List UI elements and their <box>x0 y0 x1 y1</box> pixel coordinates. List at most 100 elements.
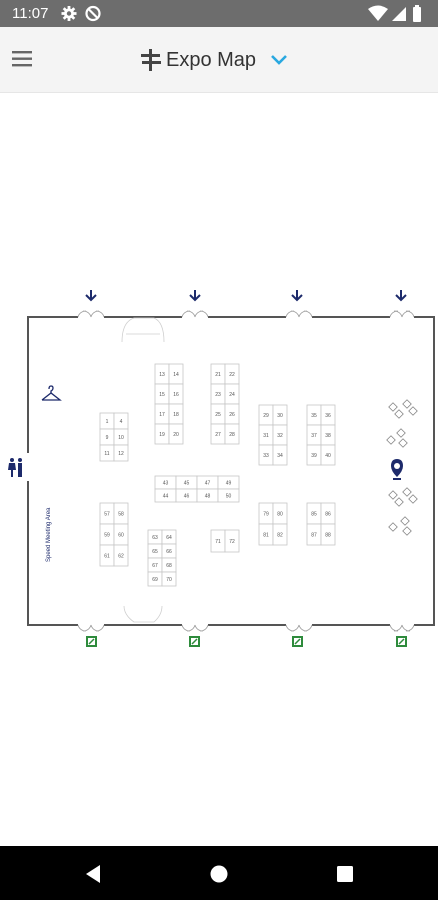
booth-number: 34 <box>277 453 283 459</box>
booth-number: 65 <box>152 549 158 555</box>
info-location-pin-icon <box>391 459 403 480</box>
booth-number: 11 <box>104 451 109 457</box>
booth-number: 58 <box>118 512 124 518</box>
booth-number: 1 <box>106 419 109 425</box>
booth-number: 13 <box>159 372 165 378</box>
booth-number: 43 <box>163 481 169 487</box>
booth-number: 59 <box>104 533 110 539</box>
booth-number: 72 <box>229 539 235 545</box>
booth-number: 62 <box>118 554 124 560</box>
booth-number: 10 <box>118 435 124 441</box>
chevron-down-icon[interactable] <box>270 54 288 66</box>
back-icon[interactable] <box>80 860 108 888</box>
arrow-down-icon <box>291 290 303 302</box>
booth[interactable] <box>272 523 288 546</box>
booth-number: 20 <box>173 432 179 438</box>
booth-block: 1 4 9 10 11 12 <box>99 412 129 462</box>
booth-number: 39 <box>311 453 317 459</box>
emergency-exit-icon <box>292 636 303 647</box>
recents-icon[interactable] <box>331 860 359 888</box>
home-icon[interactable] <box>205 860 233 888</box>
booth-number: 19 <box>159 432 165 438</box>
booth-number: 26 <box>229 412 235 418</box>
booth[interactable] <box>113 444 129 462</box>
booth-number: 33 <box>263 453 269 459</box>
booth-number: 71 <box>215 539 221 545</box>
booth-number: 35 <box>311 413 317 419</box>
booth-number: 85 <box>311 512 317 518</box>
booth-number: 45 <box>184 481 190 487</box>
booth-number: 49 <box>226 481 232 487</box>
booth[interactable] <box>224 529 240 553</box>
booth-number: 16 <box>173 392 179 398</box>
arrow-down-icon <box>395 290 407 302</box>
status-right-icons <box>368 5 421 22</box>
system-nav-bar <box>0 846 438 900</box>
status-time: 11:07 <box>12 5 49 22</box>
booth-number: 66 <box>166 549 172 555</box>
booth-number: 69 <box>152 577 158 583</box>
booth[interactable] <box>224 423 240 445</box>
status-left-icons <box>61 5 101 22</box>
booth-number: 25 <box>215 412 221 418</box>
booth-number: 68 <box>166 563 172 569</box>
booth-number: 9 <box>106 435 109 441</box>
arrow-down-icon <box>189 290 201 302</box>
booth-number: 14 <box>173 372 179 378</box>
booth-number: 79 <box>263 512 269 518</box>
emergency-exit-icon <box>189 636 200 647</box>
booth-number: 63 <box>152 535 158 541</box>
arrow-down-icon <box>85 290 97 302</box>
booth[interactable] <box>168 423 184 445</box>
booth-number: 46 <box>184 494 190 500</box>
booth-number: 70 <box>166 577 172 583</box>
booth-number: 47 <box>205 481 211 487</box>
booth-number: 23 <box>215 392 221 398</box>
booth-number: 36 <box>325 413 331 419</box>
booth[interactable] <box>272 444 288 466</box>
booth-number: 24 <box>229 392 235 398</box>
booth-number: 48 <box>205 494 211 500</box>
booth[interactable] <box>217 488 240 503</box>
booth-number: 12 <box>118 451 124 457</box>
booth-number: 4 <box>120 419 123 425</box>
booth-number: 40 <box>325 453 331 459</box>
booth[interactable] <box>320 444 336 466</box>
booth[interactable] <box>161 571 177 587</box>
meeting-tables <box>386 399 418 536</box>
emergency-exit-icon <box>396 636 407 647</box>
hall-walls <box>27 316 435 626</box>
booth-number: 50 <box>226 494 232 500</box>
booth-number: 30 <box>277 413 283 419</box>
booth-number: 86 <box>325 512 331 518</box>
hall-doors <box>77 310 415 632</box>
booth-number: 64 <box>166 535 172 541</box>
hamburger-menu-icon[interactable] <box>10 47 36 71</box>
entrance-arrows <box>85 290 407 302</box>
booth[interactable] <box>320 523 336 546</box>
app-bar: Expo Map <box>0 27 438 93</box>
booth-number: 18 <box>173 412 179 418</box>
booth-number: 61 <box>104 554 110 560</box>
booth-number: 15 <box>159 392 165 398</box>
booth-number: 37 <box>311 433 317 439</box>
gear-icon <box>61 6 77 21</box>
booth-number: 32 <box>277 433 283 439</box>
booth-number: 29 <box>263 413 269 419</box>
speed-meeting-area-label: Speed Meeting Area <box>46 507 52 562</box>
booth-block: 71 72 <box>210 529 240 553</box>
title-dropdown[interactable]: Expo Map <box>140 45 288 75</box>
booth[interactable] <box>113 544 129 567</box>
booth-number: 87 <box>311 533 317 539</box>
wifi-icon <box>368 5 388 21</box>
